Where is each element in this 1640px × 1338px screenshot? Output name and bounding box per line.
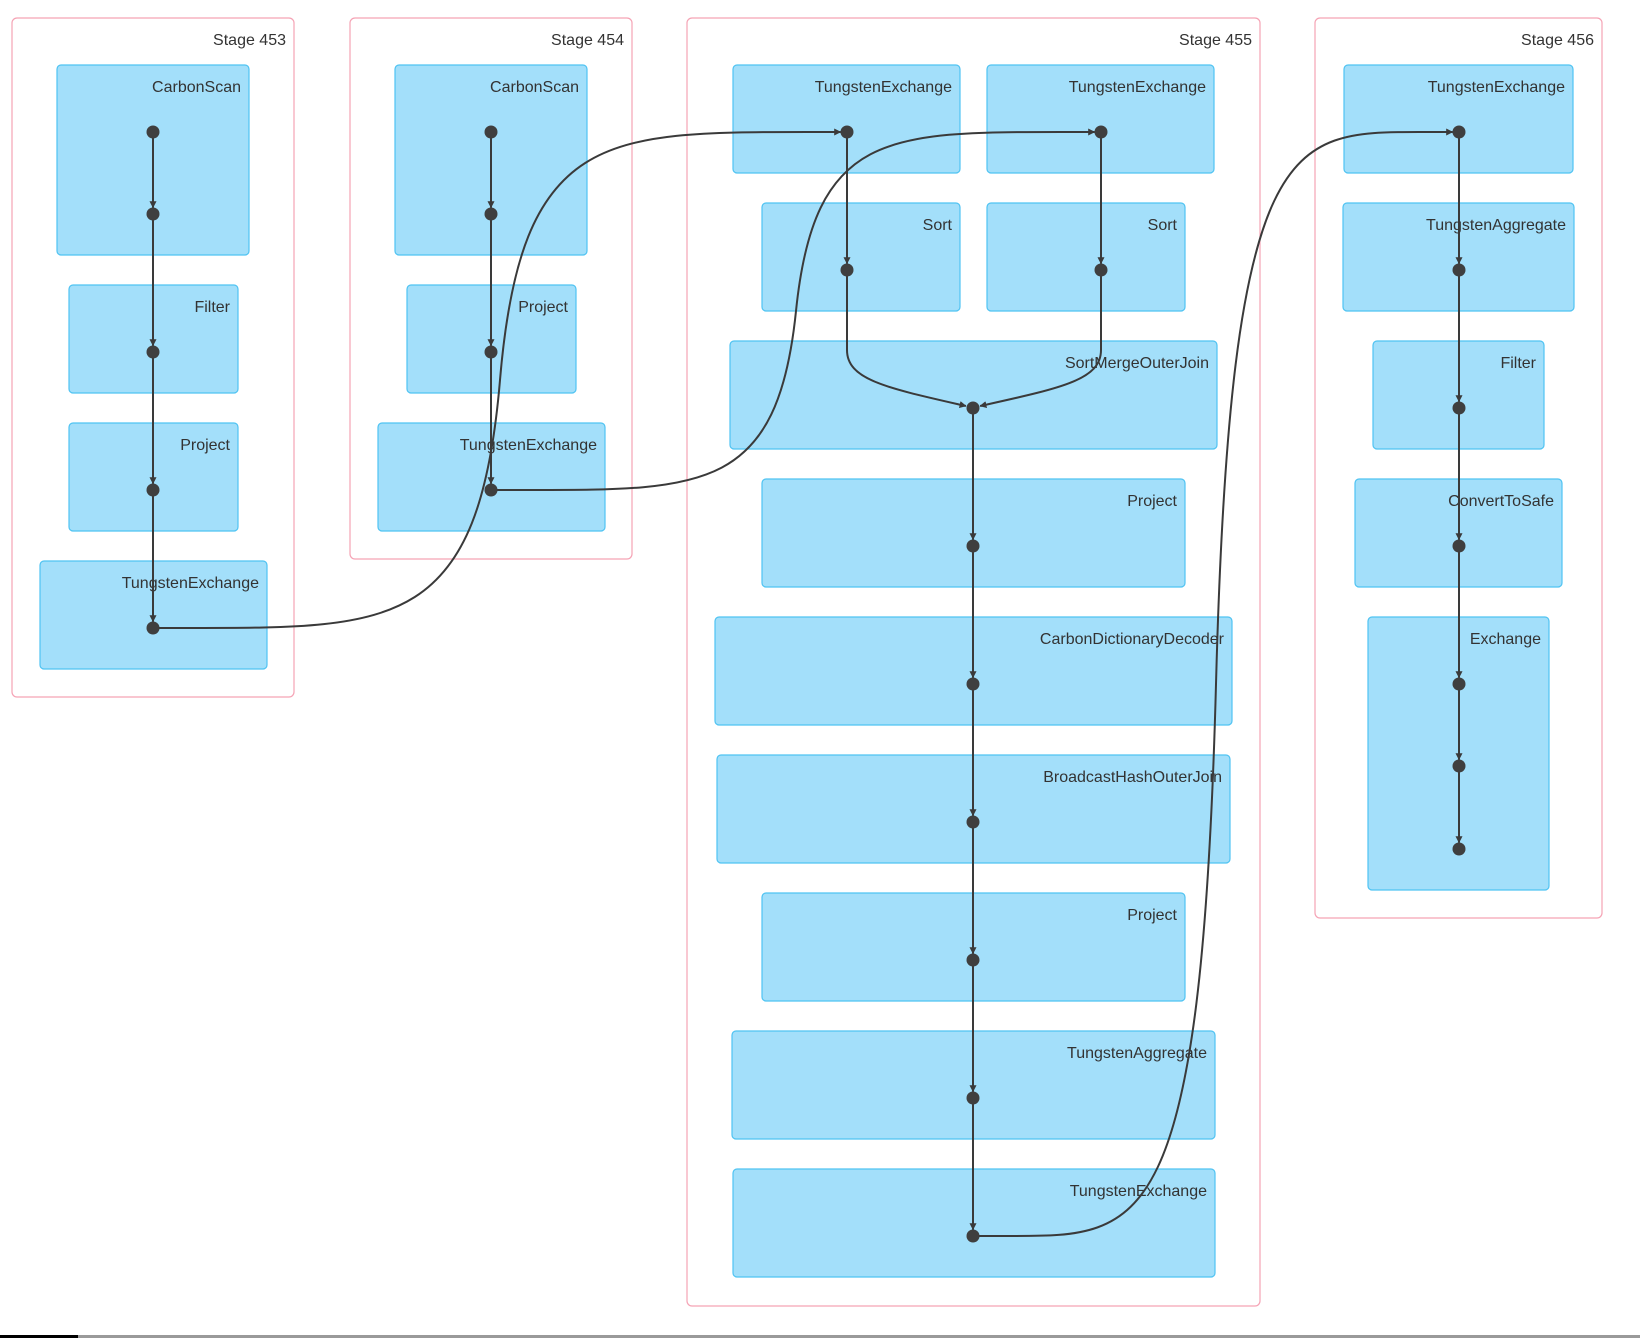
dag-node[interactable] <box>484 125 498 139</box>
dag-node[interactable] <box>146 483 160 497</box>
stage-label[interactable]: Stage 454 <box>551 32 624 49</box>
operator-label: TungstenExchange <box>460 437 597 454</box>
operator-label: Project <box>1127 907 1177 924</box>
dag-node[interactable] <box>966 815 980 829</box>
dag-node[interactable] <box>1452 125 1466 139</box>
operator-label: BroadcastHashOuterJoin <box>1043 769 1222 786</box>
dag-node[interactable] <box>1452 677 1466 691</box>
footer-strip <box>0 1335 1640 1338</box>
dag-node[interactable] <box>1452 401 1466 415</box>
operator-label: TungstenAggregate <box>1067 1045 1207 1062</box>
dag-node[interactable] <box>966 1229 980 1243</box>
operator-label: TungstenExchange <box>1070 1183 1207 1200</box>
operator-box[interactable] <box>986 202 1186 312</box>
operator-label: TungstenAggregate <box>1426 217 1566 234</box>
dag-node[interactable] <box>1094 263 1108 277</box>
dag-edge <box>846 270 967 409</box>
dag-node[interactable] <box>1452 842 1466 856</box>
dag-node[interactable] <box>840 263 854 277</box>
stage-label[interactable]: Stage 456 <box>1521 32 1594 49</box>
dag-node[interactable] <box>966 401 980 415</box>
dag-node[interactable] <box>146 621 160 635</box>
operator-label: ConvertToSafe <box>1448 493 1554 510</box>
dag-node[interactable] <box>966 539 980 553</box>
operator-cluster[interactable]: TungstenExchange <box>986 64 1215 174</box>
operator-label: CarbonScan <box>152 79 241 96</box>
dag-node[interactable] <box>484 483 498 497</box>
dag-node[interactable] <box>966 953 980 967</box>
dag-node[interactable] <box>1094 125 1108 139</box>
dag-node[interactable] <box>1452 759 1466 773</box>
dag-node[interactable] <box>146 345 160 359</box>
stage-label[interactable]: Stage 455 <box>1179 32 1252 49</box>
operator-label: Project <box>518 299 568 316</box>
dag-edge <box>153 128 842 629</box>
dag-node[interactable] <box>146 125 160 139</box>
dag-edge <box>979 270 1102 409</box>
operator-label: CarbonDictionaryDecoder <box>1040 631 1225 648</box>
operator-label: Project <box>180 437 230 454</box>
operator-label: TungstenExchange <box>122 575 259 592</box>
stage-label[interactable]: Stage 453 <box>213 32 286 49</box>
dag-node[interactable] <box>966 677 980 691</box>
dag-node[interactable] <box>484 207 498 221</box>
nodes-layer <box>146 125 1466 1243</box>
dag-node[interactable] <box>966 1091 980 1105</box>
operator-label: Sort <box>1148 217 1178 234</box>
dag-node[interactable] <box>1452 539 1466 553</box>
operator-label: Exchange <box>1470 631 1541 648</box>
stages-layer: Stage 453CarbonScanFilterProjectTungsten… <box>11 17 1603 1307</box>
operator-label: TungstenExchange <box>1428 79 1565 96</box>
footer-strip-dark <box>0 1335 78 1338</box>
dag-edge <box>491 128 1096 491</box>
dag-node[interactable] <box>840 125 854 139</box>
operator-label: Filter <box>1500 355 1536 372</box>
operator-label: Project <box>1127 493 1177 510</box>
dag-node[interactable] <box>484 345 498 359</box>
operator-cluster[interactable]: Sort <box>761 202 961 312</box>
dag-node[interactable] <box>146 207 160 221</box>
operator-label: TungstenExchange <box>1069 79 1206 96</box>
operator-cluster[interactable]: Sort <box>986 202 1186 312</box>
operator-label: Sort <box>923 217 953 234</box>
operator-label: Filter <box>194 299 230 316</box>
operator-label: SortMergeOuterJoin <box>1065 355 1209 372</box>
edges-layer <box>149 128 1463 1237</box>
operator-cluster[interactable]: TungstenExchange <box>1343 64 1574 174</box>
operator-label: TungstenExchange <box>815 79 952 96</box>
operator-label: CarbonScan <box>490 79 579 96</box>
dag-edge <box>973 128 1454 1237</box>
dag-node[interactable] <box>1452 263 1466 277</box>
